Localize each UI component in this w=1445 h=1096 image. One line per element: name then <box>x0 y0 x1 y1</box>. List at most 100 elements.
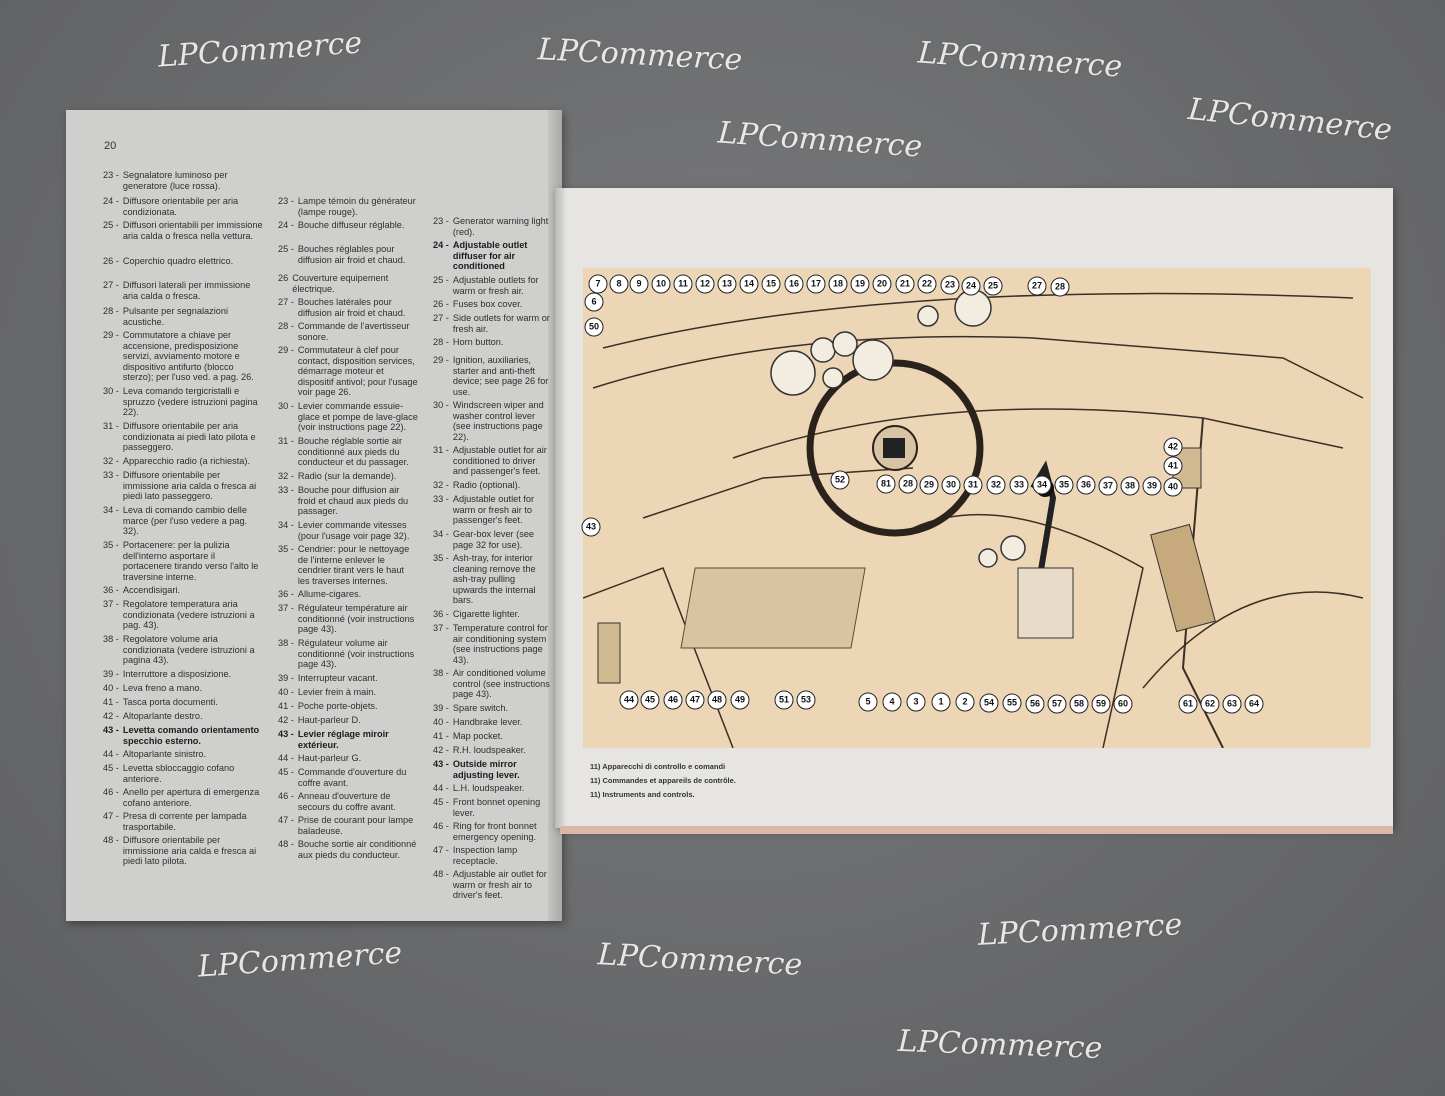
entry-text: Commutateur à clef pour contact, disposi… <box>297 345 418 397</box>
entry-number: 25 - <box>278 244 294 254</box>
entry-number: 35 - <box>103 540 119 550</box>
entry-text: Altoparlante destro. <box>122 711 203 721</box>
callout-number: 17 <box>806 274 826 294</box>
legend-entry: 44 -L.H. loudspeaker. <box>433 783 551 794</box>
entry-number: 33 - <box>278 485 294 495</box>
caption-english: 11) Instruments and controls. <box>590 790 695 799</box>
legend-entry: 46 -Anneau d'ouverture de secours du cof… <box>278 791 418 812</box>
entry-number: 32 - <box>278 471 294 481</box>
callout-number: 63 <box>1222 694 1242 714</box>
entry-number: 42 - <box>433 745 449 755</box>
legend-entry: 31 -Adjustable outlet for air conditione… <box>433 445 551 477</box>
entry-number: 40 - <box>103 683 119 693</box>
entry-text: Spare switch. <box>452 703 508 713</box>
legend-entry: 37 -Regolatore temperatura aria condizio… <box>103 599 263 631</box>
entry-number: 45 - <box>278 767 294 777</box>
entry-number: 47 - <box>278 815 294 825</box>
legend-entry: 29 -Ignition, auxiliaries, starter and a… <box>433 355 551 397</box>
entry-text: Commutatore a chiave per accensione, pre… <box>122 330 254 382</box>
legend-entry: 39 -Interruttore a disposizione. <box>103 669 263 680</box>
entry-text: Cigarette lighter. <box>452 609 520 619</box>
legend-entry: 36 -Allume-cigares. <box>278 589 418 600</box>
entry-text: Fuses box cover. <box>452 299 523 309</box>
callout-number: 39 <box>1142 476 1162 496</box>
entry-number: 45 - <box>433 797 449 807</box>
callout-number: 7 <box>588 274 608 294</box>
callout-number: 64 <box>1244 694 1264 714</box>
entry-text: Interrupteur vacant. <box>297 673 378 683</box>
entry-text: Apparecchio radio (a richiesta). <box>122 456 250 466</box>
callout-number: 25 <box>983 276 1003 296</box>
callout-number: 9 <box>629 274 649 294</box>
legend-entry: 40 -Handbrake lever. <box>433 717 551 728</box>
entry-text: Inspection lamp receptacle. <box>452 845 518 866</box>
entry-number: 27 - <box>433 313 449 323</box>
entry-text: Diffusori laterali per immissione aria c… <box>122 280 251 301</box>
callout-number: 32 <box>986 475 1006 495</box>
entry-text: Commande de l'avertisseur sonore. <box>297 321 410 342</box>
callout-number: 36 <box>1076 475 1096 495</box>
entry-number: 23 - <box>103 170 119 180</box>
entry-number: 36 - <box>103 585 119 595</box>
legend-entry: 43 -Levier réglage miroir extérieur. <box>278 729 418 750</box>
entry-text: Regolatore volume aria condizionata (ved… <box>122 634 255 665</box>
callout-number: 34 <box>1032 475 1052 495</box>
legend-entry: 27 -Side outlets for warm or fresh air. <box>433 313 551 334</box>
legend-entry: 34 -Leva di comando cambio delle marce (… <box>103 505 263 537</box>
entry-number: 37 - <box>103 599 119 609</box>
callout-number: 6 <box>584 292 604 312</box>
entry-text: Régulateur volume air conditionné (voir … <box>297 638 415 669</box>
callout-number: 3 <box>906 692 926 712</box>
entry-number: 43 - <box>103 725 119 735</box>
entry-text: Bouche diffuseur réglable. <box>297 220 405 230</box>
callout-number: 52 <box>830 470 850 490</box>
callout-number: 38 <box>1120 476 1140 496</box>
callout-number: 1 <box>931 692 951 712</box>
entry-number: 30 - <box>278 401 294 411</box>
legend-entry: 41 -Map pocket. <box>433 731 551 742</box>
entry-text: Diffusore orientabile per aria condizion… <box>122 196 239 217</box>
entry-number: 28 - <box>433 337 449 347</box>
steering-wheel <box>806 359 984 537</box>
entry-text: Haut-parleur G. <box>297 753 362 763</box>
entry-text: Gear-box lever (see page 32 for use). <box>452 529 535 550</box>
legend-entry: 27 -Diffusori laterali per immissione ar… <box>103 280 263 301</box>
callout-number: 11 <box>673 274 693 294</box>
legend-entry: 35 -Portacenere: per la pulizia dell'int… <box>103 540 263 582</box>
entry-text: Outside mirror adjusting lever. <box>452 759 520 780</box>
entry-text: Prise de courant pour lampe baladeuse. <box>297 815 414 836</box>
legend-entry: 33 -Bouche pour diffusion air froid et c… <box>278 485 418 517</box>
entry-number: 42 - <box>103 711 119 721</box>
entry-number: 25 - <box>433 275 449 285</box>
callout-number: 43 <box>581 517 601 537</box>
legend-entry: 28 -Pulsante per segnalazioni acustiche. <box>103 306 263 327</box>
floor-mat <box>680 567 866 649</box>
callout-number: 42 <box>1163 437 1183 457</box>
entry-text: Segnalatore luminoso per generatore (luc… <box>122 170 228 191</box>
entry-text: Anneau d'ouverture de secours du coffre … <box>297 791 396 812</box>
legend-entry: 48 -Bouche sortie air conditionné aux pi… <box>278 839 418 860</box>
entry-text: Cendrier: pour le nettoyage de l'interne… <box>297 544 410 586</box>
callout-number: 28 <box>898 474 918 494</box>
legend-entry: 33 -Adjustable outlet for warm or fresh … <box>433 494 551 526</box>
legend-entry: 36 -Accendisigari. <box>103 585 263 596</box>
entry-text: Accendisigari. <box>122 585 181 595</box>
entry-number: 39 - <box>433 703 449 713</box>
callout-number: 14 <box>739 274 759 294</box>
entry-text: Interruttore a disposizione. <box>122 669 232 679</box>
legend-entry: 25 -Adjustable outlets for warm or fresh… <box>433 275 551 296</box>
caption-italian: 11) Apparecchi di controllo e comandi <box>590 762 726 771</box>
legend-entry: 46 -Anello per apertura di emergenza cof… <box>103 787 263 808</box>
legend-entry: 46 -Ring for front bonnet emergency open… <box>433 821 551 842</box>
entry-text: Tasca porta documenti. <box>122 697 218 707</box>
callout-number: 33 <box>1009 475 1029 495</box>
callout-number: 5 <box>858 692 878 712</box>
entry-number: 23 - <box>433 216 449 226</box>
callout-number: 53 <box>796 690 816 710</box>
entry-number: 26 - <box>103 256 119 266</box>
entry-number: 48 - <box>433 869 449 879</box>
entry-number: 31 - <box>278 436 294 446</box>
legend-entry: 35 -Cendrier: pour le nettoyage de l'int… <box>278 544 418 586</box>
legend-entry: 47 -Presa di corrente per lampada traspo… <box>103 811 263 832</box>
